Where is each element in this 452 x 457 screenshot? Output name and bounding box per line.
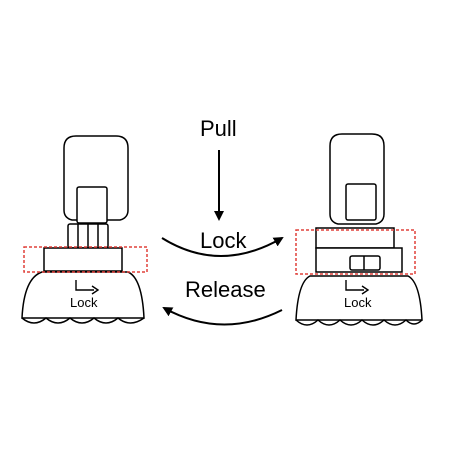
left-device-collar: [43, 247, 123, 272]
release-arrow: [162, 307, 283, 326]
right-device-base-teeth: [295, 318, 423, 326]
right-cap-lock-label: Lock: [344, 295, 372, 310]
left-device-base-teeth: [21, 317, 145, 324]
right-device-latch: [349, 255, 381, 271]
lock-label: Lock: [200, 228, 247, 253]
left-cap-lock-label: Lock: [70, 295, 98, 310]
right-device-sleeve: [315, 227, 395, 249]
bent-arrow-right-icon: [345, 280, 370, 295]
left-device-nut: [67, 223, 109, 249]
pull-label: Pull: [200, 116, 237, 141]
right-device-window: [345, 183, 377, 221]
left-device: [21, 135, 145, 324]
right-device: [295, 133, 423, 326]
left-highlight-box: [23, 246, 148, 273]
bent-arrow-right-icon: [75, 280, 100, 295]
right-highlight-box: [295, 229, 416, 275]
lock-arrow: [161, 236, 284, 257]
left-device-window: [76, 186, 108, 224]
release-label: Release: [185, 277, 266, 302]
